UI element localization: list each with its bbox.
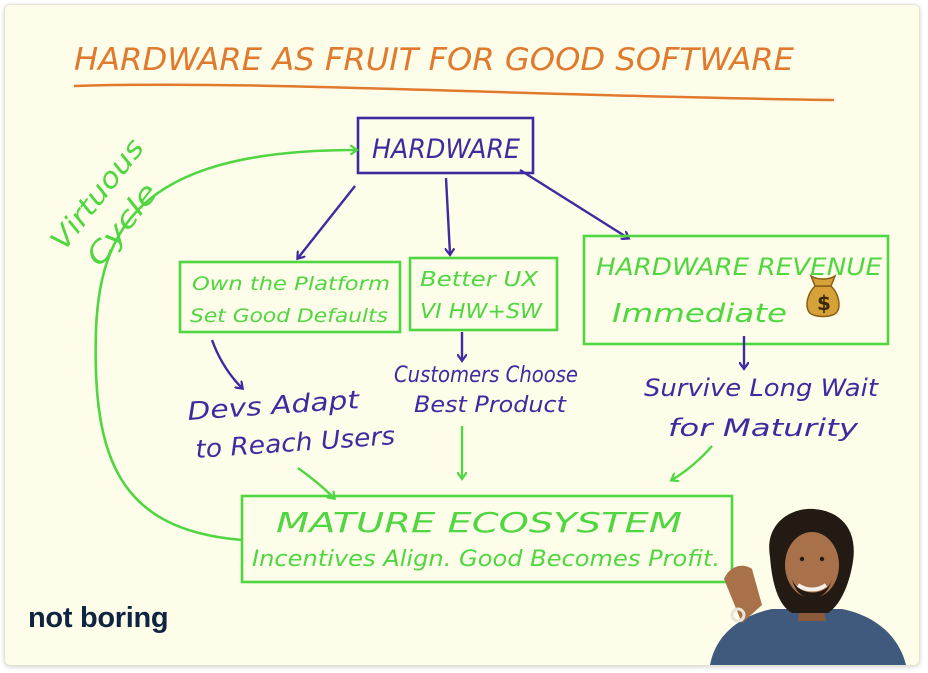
arrow-survive-to-ecosystem <box>672 445 713 480</box>
ecosystem-line1: MATURE ECOSYSTEM <box>276 506 682 539</box>
ux-line1: Better UX <box>420 267 540 291</box>
hardware-label: HARDWARE <box>372 134 520 165</box>
devs-line1: Devs Adapt <box>186 385 361 426</box>
arrow-devs-to-ecosystem <box>297 467 334 498</box>
platform-line1: Own the Platform <box>192 273 390 295</box>
arrow-hardware-to-ux <box>446 177 450 254</box>
survive-line1: Survive Long Wait <box>644 374 880 402</box>
arrow-hardware-to-platform <box>298 185 356 258</box>
revenue-line2: Immediate <box>612 299 787 329</box>
virtuous-cycle-loop <box>94 150 356 542</box>
presenter-photo <box>710 508 906 665</box>
brand-logo: not boring <box>28 602 169 634</box>
money-bag-icon: $ <box>806 274 840 318</box>
title-underline <box>73 83 835 102</box>
customers-line1: Customers Choose <box>394 363 578 388</box>
revenue-box <box>582 234 890 346</box>
survive-line2: for Maturity <box>668 414 859 442</box>
ecosystem-line2: Incentives Align. Good Becomes Profit. <box>252 547 720 572</box>
arrow-platform-to-devs <box>210 339 242 388</box>
arrow-hardware-to-revenue <box>519 168 628 238</box>
ux-line2: VI HW+SW <box>420 299 543 323</box>
platform-box <box>178 260 402 334</box>
svg-text:$: $ <box>817 291 831 315</box>
revenue-line1: HARDWARE REVENUE <box>596 253 883 281</box>
customers-line2: Best Product <box>414 393 567 418</box>
ux-box <box>408 256 559 332</box>
diagram-title: HARDWARE AS FRUIT FOR GOOD SOFTWARE <box>74 42 794 78</box>
devs-line2: to Reach Users <box>194 421 396 464</box>
platform-line2: Set Good Defaults <box>190 305 388 327</box>
